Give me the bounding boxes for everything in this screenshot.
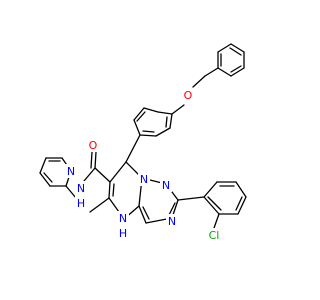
atom-h-amide: H <box>75 196 87 210</box>
atom-n-pyridine: N <box>65 164 77 178</box>
svg-text:H: H <box>77 197 85 210</box>
svg-text:N: N <box>119 212 127 225</box>
structure-diagram: O O N H N N N N N H Cl <box>39 43 247 242</box>
svg-text:N: N <box>162 179 170 192</box>
aryl-core-bond <box>125 134 141 163</box>
svg-text:O: O <box>89 139 98 152</box>
dihydropyrimidine-ring <box>108 161 143 220</box>
methyl-group <box>89 197 110 213</box>
svg-text:O: O <box>184 89 193 102</box>
atom-n-triazole-bottom: N <box>166 214 178 228</box>
svg-text:N: N <box>67 165 75 178</box>
atom-o-ether: O <box>182 88 194 102</box>
central-phenyl-ring <box>133 107 173 137</box>
svg-text:Cl: Cl <box>209 229 220 242</box>
benzyl-phenyl-ring <box>217 43 245 77</box>
atom-o-carbonyl: O <box>87 138 99 152</box>
atom-n-triazole-top: N <box>160 178 172 192</box>
atom-n-ring-nh: N <box>117 211 129 225</box>
carboxamide-group <box>83 151 111 183</box>
atom-h-ring-nh: H <box>117 226 129 240</box>
chlorophenyl-ring <box>177 181 247 229</box>
svg-text:N: N <box>168 215 176 228</box>
svg-text:H: H <box>119 227 127 240</box>
atom-n-amide: N <box>75 181 87 195</box>
svg-text:N: N <box>77 182 85 195</box>
atom-cl: Cl <box>205 228 223 242</box>
atom-n-bridge: N <box>138 172 150 186</box>
svg-text:N: N <box>140 173 148 186</box>
benzyloxy-linker <box>171 67 219 115</box>
